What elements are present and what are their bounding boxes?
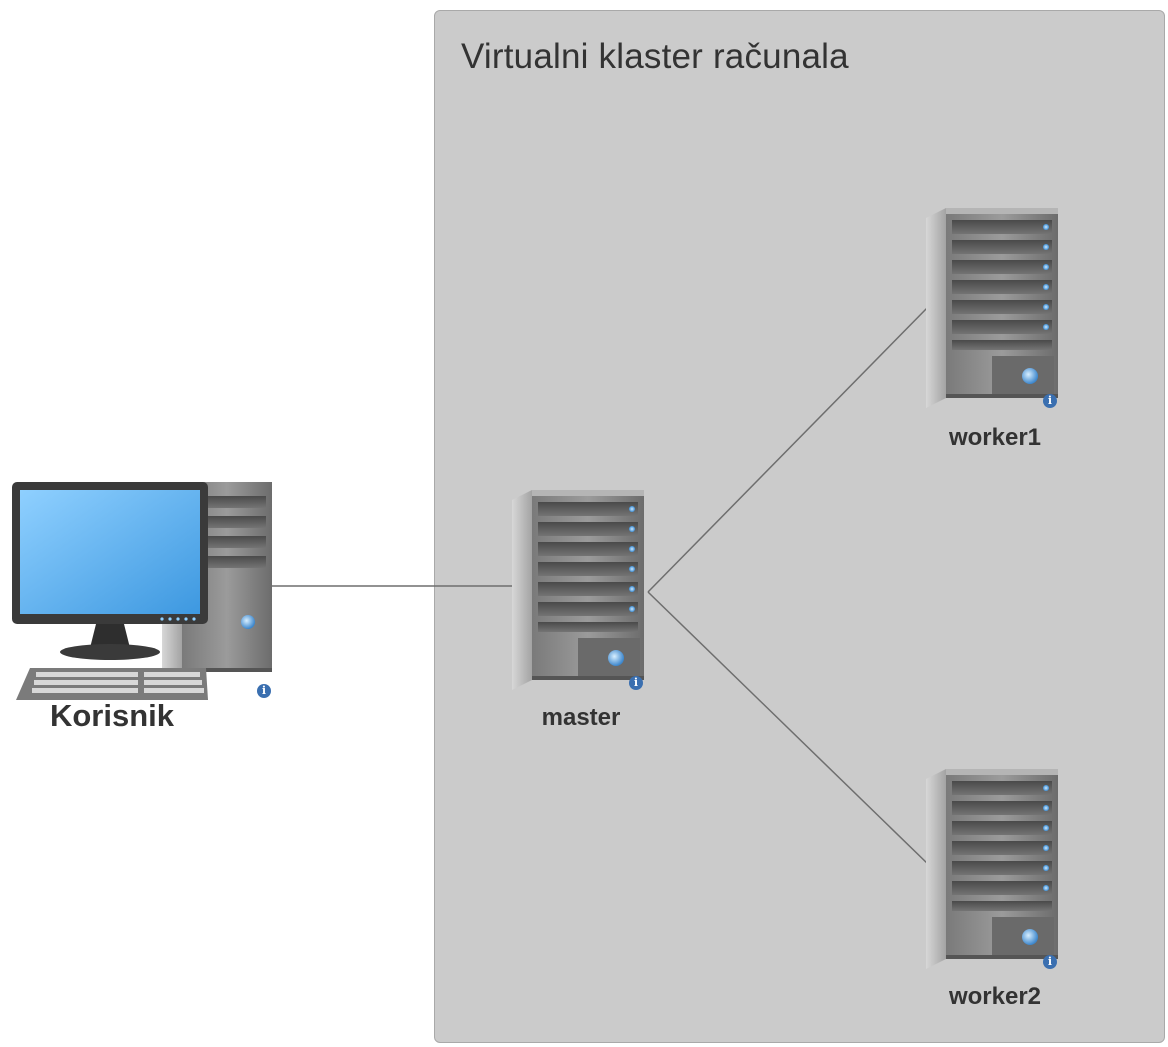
node-korisnik[interactable]: i Korisnik [12, 482, 274, 733]
info-icon[interactable]: i [629, 676, 643, 690]
node-worker2[interactable]: i worker2 [926, 769, 1066, 1014]
node-label-korisnik: Korisnik [49, 698, 175, 733]
info-icon[interactable]: i [1043, 394, 1057, 408]
node-label-master: master [541, 704, 621, 731]
server-tower-icon [512, 490, 644, 690]
info-icon[interactable]: i [1043, 955, 1057, 969]
desktop-computer-icon [12, 482, 272, 700]
node-label-worker1: worker1 [948, 424, 1042, 451]
info-icon[interactable]: i [257, 684, 271, 698]
link-master-worker1 [647, 304, 931, 593]
link-master-worker2 [647, 591, 931, 867]
node-master[interactable]: i master [512, 490, 652, 731]
node-worker1[interactable]: i worker1 [926, 208, 1066, 453]
server-tower-icon [926, 769, 1058, 969]
cluster-title: Virtualni klaster računala [461, 37, 849, 76]
node-label-worker2: worker2 [948, 983, 1042, 1010]
server-tower-icon [926, 208, 1058, 408]
